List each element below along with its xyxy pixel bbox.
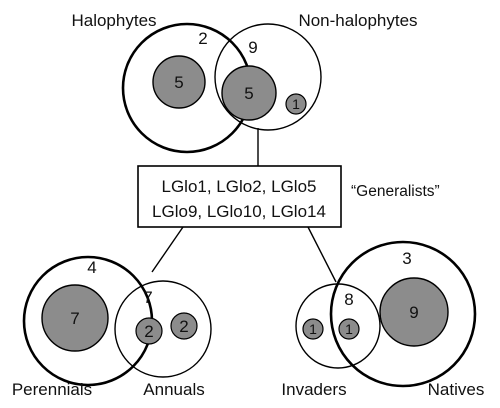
generalists-line-1: LGlo1, LGlo2, LGlo5 — [162, 177, 317, 196]
perennials-label: Perennials — [12, 380, 92, 399]
invaders-circle — [295, 283, 381, 369]
invaders-natives-overlap-count: 8 — [344, 290, 353, 309]
generalists-line-2: LGlo9, LGlo10, LGlo14 — [152, 202, 326, 221]
generalists-tag: “Generalists” — [351, 183, 440, 200]
halophytes-inner-circle — [152, 55, 206, 109]
non-halophytes-inner-circle — [285, 93, 307, 115]
venn-bottom-left: 4 7 7 2 2 Perennials Annuals — [12, 255, 212, 399]
natives-label: Natives — [428, 380, 485, 399]
connector-left — [151, 226, 184, 273]
generalists-box: LGlo1, LGlo2, LGlo5 LGlo9, LGlo10, LGlo1… — [137, 165, 440, 228]
invaders-inner-circle — [302, 318, 324, 340]
invaders-overlap-inner-count: 1 — [345, 321, 353, 337]
halophytes-label: Halophytes — [71, 11, 156, 30]
annuals-inner-circle — [170, 312, 198, 340]
annuals-circle — [114, 280, 212, 378]
non-halophytes-label: Non-halophytes — [298, 11, 417, 30]
annuals-overlap-inner-circle — [135, 317, 163, 345]
overlap-inner-circle — [221, 65, 277, 121]
invaders-label: Invaders — [281, 380, 346, 399]
perennials-only-count: 4 — [87, 258, 96, 277]
perennials-inner-circle — [41, 284, 109, 352]
non-halophytes-inner-count: 1 — [292, 96, 300, 112]
natives-circle — [329, 240, 477, 388]
non-halophytes-circle — [214, 23, 322, 131]
invaders-overlap-inner-circle — [338, 318, 360, 340]
perennials-inner-count: 7 — [70, 309, 79, 328]
natives-inner-count: 9 — [409, 303, 418, 322]
connector-right — [307, 226, 337, 283]
annuals-overlap-inner-count: 2 — [144, 322, 153, 341]
venn-bottom-right: 3 8 9 1 1 Invaders Natives — [281, 240, 485, 399]
halophytes-only-count: 2 — [198, 29, 207, 48]
annuals-inner-count: 2 — [179, 317, 188, 336]
natives-only-count: 3 — [402, 249, 411, 268]
natives-inner-circle — [379, 277, 449, 347]
overlap-count: 9 — [248, 38, 257, 57]
overlap-inner-count: 5 — [244, 84, 253, 103]
perennials-annuals-overlap-count: 7 — [143, 288, 152, 307]
halophytes-inner-count: 5 — [174, 73, 183, 92]
annuals-label: Annuals — [143, 380, 204, 399]
invaders-inner-count: 1 — [309, 321, 317, 337]
venn-top: Halophytes Non-halophytes 2 9 5 5 1 — [71, 11, 418, 154]
generalists-rect — [137, 165, 342, 228]
